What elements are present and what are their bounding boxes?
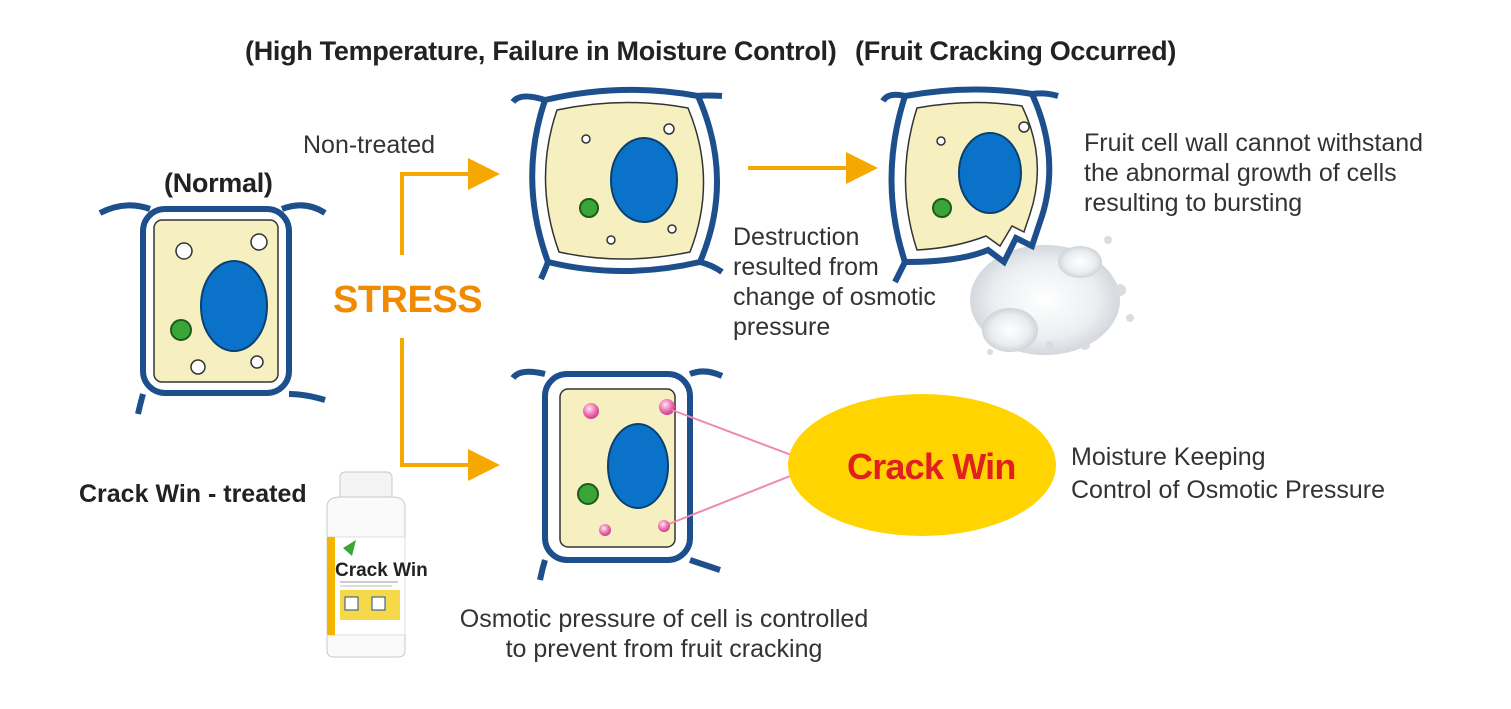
label-stress: STRESS <box>333 279 483 321</box>
crackwin-particle-icon <box>658 520 670 532</box>
chloroplast-icon <box>170 319 192 341</box>
product-bottle <box>326 471 406 658</box>
arrow-head-icon <box>846 152 878 184</box>
swollen-cell <box>510 86 724 281</box>
crackwin-particle-icon <box>599 524 611 536</box>
crackwin-particle-icon <box>659 399 675 415</box>
arrow-head-icon <box>468 449 500 481</box>
splash-icon <box>970 236 1134 355</box>
chloroplast-icon <box>577 483 599 505</box>
label-wall-cannot: Fruit cell wall cannot withstand the abn… <box>1084 129 1424 217</box>
label-non-treated: Non-treated <box>303 131 436 159</box>
chloroplast-icon <box>932 198 952 218</box>
nucleus-icon <box>607 423 669 509</box>
label-moisture: Moisture Keeping <box>1071 443 1266 471</box>
bottle-label: Crack Win <box>335 560 428 581</box>
brand-crackwin: Crack Win <box>847 446 1016 487</box>
crackwin-ellipse <box>788 394 1056 536</box>
arrow-head-icon <box>468 158 500 190</box>
label-controlled: Osmotic pressure of cell is controlled t… <box>459 605 869 663</box>
label-osmotic-control: Control of Osmotic Pressure <box>1071 476 1385 504</box>
normal-cell <box>98 202 327 415</box>
label-treated: Crack Win - treated <box>79 480 307 508</box>
nucleus-icon <box>200 260 268 352</box>
nucleus-icon <box>958 132 1022 214</box>
header-normal: (Normal) <box>164 168 273 198</box>
chloroplast-icon <box>579 198 599 218</box>
nucleus-icon <box>610 137 678 223</box>
crackwin-particle-icon <box>583 403 599 419</box>
label-destruction: Destruction resulted from change of osmo… <box>733 223 936 341</box>
cracked-cell <box>880 86 1134 355</box>
treated-cell <box>510 368 724 581</box>
header-cracking: (Fruit Cracking Occurred) <box>855 36 1177 66</box>
flow-arrows <box>400 166 848 467</box>
header-conditions: (High Temperature, Failure in Moisture C… <box>245 36 837 66</box>
